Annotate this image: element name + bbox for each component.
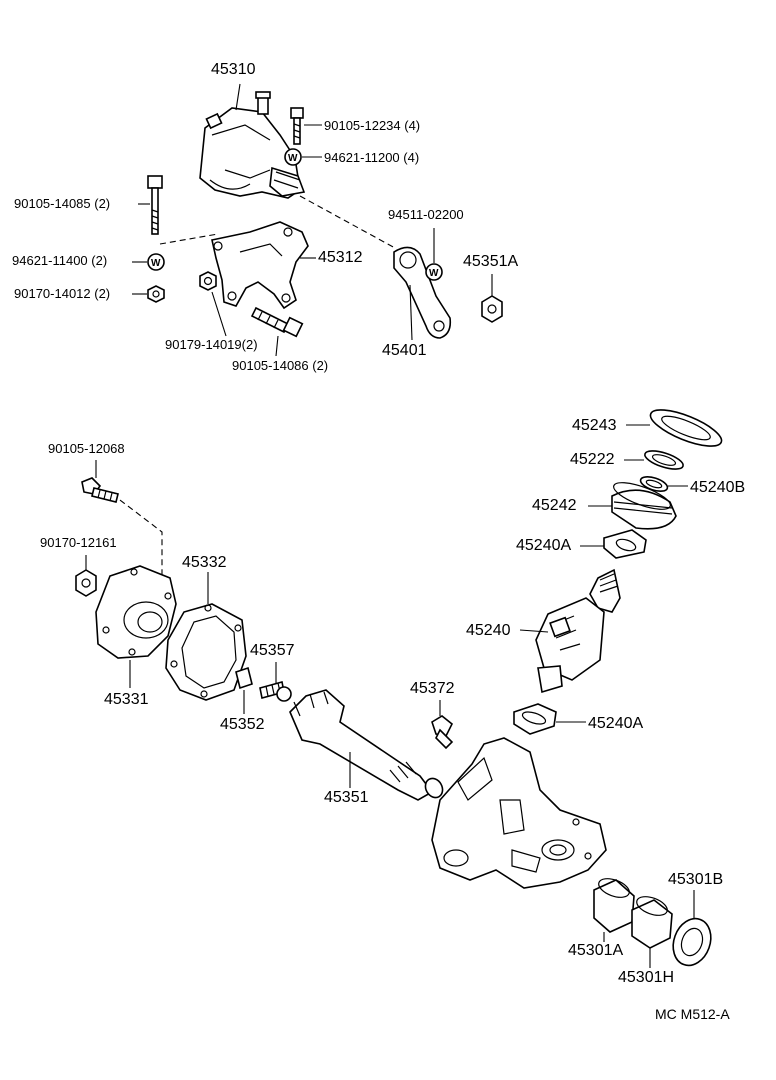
label-90105-14086: 90105-14086 (2) xyxy=(232,358,329,373)
part-45372-fitting xyxy=(431,715,454,750)
nut-90179-14019 xyxy=(199,271,217,291)
svg-text:W: W xyxy=(429,268,439,279)
label-45243: 45243 xyxy=(572,417,617,434)
label-94621-11200: 94621-11200 (4) xyxy=(324,150,420,165)
bolt-90105-14086 xyxy=(250,306,304,338)
nut-90170-12161 xyxy=(75,569,97,597)
bolt-90105-14085 xyxy=(147,175,163,235)
label-45240: 45240 xyxy=(466,622,511,639)
label-45242: 45242 xyxy=(532,497,577,514)
label-90105-12234: 90105-12234 (4) xyxy=(324,118,421,133)
label-45222: 45222 xyxy=(570,451,615,468)
label-90105-12068: 90105-12068 xyxy=(48,441,125,456)
bolt-90105-12234 xyxy=(290,107,304,145)
washer-94621-11200: W xyxy=(284,148,302,166)
part-45301H-bushing xyxy=(631,896,673,949)
label-45240A-upper: 45240A xyxy=(516,537,572,554)
label-45312: 45312 xyxy=(318,249,363,266)
part-45301A-bushing xyxy=(593,878,635,933)
label-45310: 45310 xyxy=(211,61,256,78)
label-45332: 45332 xyxy=(182,554,227,571)
label-45351: 45351 xyxy=(324,789,369,806)
label-94511-02200: 94511-02200 xyxy=(388,207,464,222)
part-45357-screw xyxy=(259,681,292,702)
svg-text:W: W xyxy=(151,258,161,269)
diagram-reference-code: MC M512-A xyxy=(655,1006,730,1022)
label-90170-14012: 90170-14012 (2) xyxy=(14,286,111,301)
part-45222-seal xyxy=(644,450,684,470)
washer-94621-11400: W xyxy=(147,253,165,271)
part-45242-adjusting-plug xyxy=(611,482,677,530)
part-45240A-lower-bearing xyxy=(513,703,557,735)
part-45352-nut xyxy=(235,666,253,690)
label-45372: 45372 xyxy=(410,680,455,697)
label-45301A: 45301A xyxy=(568,942,624,959)
nut-45351A xyxy=(481,295,503,323)
label-90170-12161: 90170-12161 xyxy=(40,535,117,550)
label-45301B: 45301B xyxy=(668,871,724,888)
label-45351A: 45351A xyxy=(463,253,519,270)
label-45301H: 45301H xyxy=(618,969,675,986)
label-90105-14085: 90105-14085 (2) xyxy=(14,196,111,211)
part-45332-gasket xyxy=(165,603,247,701)
part-45401-pitman-arm xyxy=(393,246,452,339)
label-45357: 45357 xyxy=(250,642,295,659)
svg-text:W: W xyxy=(288,153,298,164)
part-45310-housing xyxy=(199,91,306,199)
label-45240A-lower: 45240A xyxy=(588,715,644,732)
part-45351-sector-shaft xyxy=(289,689,444,801)
bolt-90105-12068 xyxy=(81,477,119,503)
label-45240B: 45240B xyxy=(690,479,746,496)
washer-94511-02200: W xyxy=(425,263,443,281)
nut-90170-14012 xyxy=(147,285,165,303)
label-45352: 45352 xyxy=(220,716,265,733)
part-main-gear-housing xyxy=(431,737,607,889)
part-45240A-upper-bearing xyxy=(603,529,647,559)
part-45243-lock-nut xyxy=(649,409,723,447)
part-45331-cover xyxy=(95,565,177,659)
part-45312-bracket xyxy=(211,221,309,310)
label-45401: 45401 xyxy=(382,342,427,359)
part-45240-worm-valve xyxy=(535,568,621,694)
part-45301B-seal xyxy=(672,917,712,967)
label-90179-14019: 90179-14019(2) xyxy=(165,337,258,352)
label-94621-11400: 94621-11400 (2) xyxy=(12,253,108,268)
label-45331: 45331 xyxy=(104,691,149,708)
part-45240B-bearing xyxy=(639,476,669,492)
